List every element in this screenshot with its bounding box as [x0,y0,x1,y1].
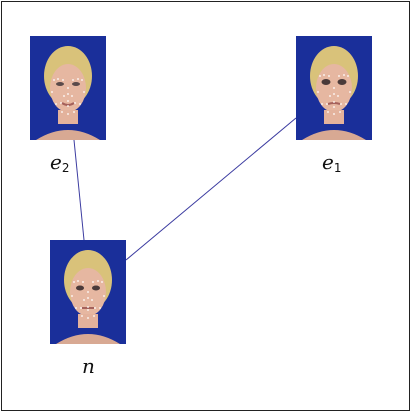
node-subscript: 2 [61,161,70,175]
node-symbol: e [322,150,334,174]
face-photo-icon [296,36,372,140]
node-symbol: n [82,354,95,378]
edge-n-e2 [73,139,85,241]
edge-n-e1 [125,117,297,261]
node-subscript: 1 [333,161,342,175]
node-label-n: n [82,354,95,378]
face-photo-e1 [296,36,372,140]
node-symbol: e [50,150,62,174]
face-photo-n [50,240,126,344]
node-label-e2: e2 [50,150,69,175]
face-photo-e2 [30,36,106,140]
face-photo-icon [30,36,106,140]
node-label-e1: e1 [322,150,341,175]
face-photo-icon [50,240,126,344]
